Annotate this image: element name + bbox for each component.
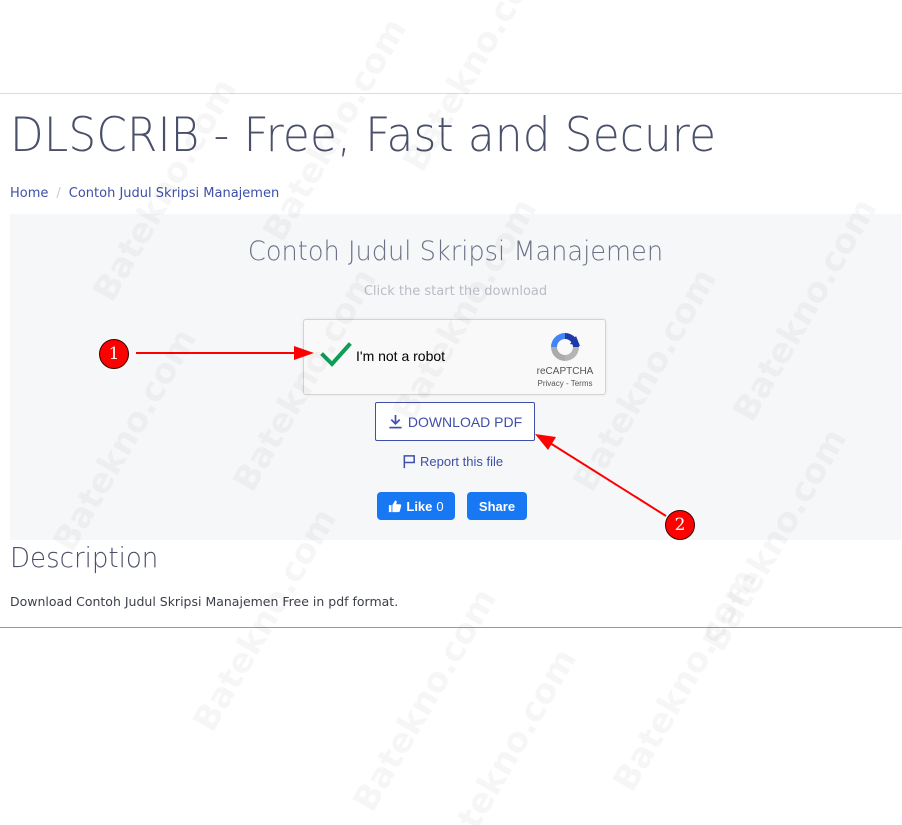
download-pdf-button[interactable]: DOWNLOAD PDF — [375, 402, 535, 441]
recaptcha-privacy-link[interactable]: Privacy — [537, 379, 564, 388]
watermark-text: Batekno.com — [345, 582, 505, 819]
recaptcha-logo-icon — [548, 330, 582, 364]
facebook-share-button[interactable]: Share — [467, 492, 527, 520]
recaptcha-checkbox[interactable] — [320, 340, 352, 370]
bottom-divider — [0, 627, 902, 628]
breadcrumb-current-link[interactable]: Contoh Judul Skripsi Manajemen — [68, 186, 280, 201]
facebook-like-button[interactable]: Like 0 — [377, 492, 455, 520]
recaptcha-label: I'm not a robot — [356, 348, 446, 364]
thumbs-up-icon — [389, 500, 402, 513]
annotation-badge-1: 1 — [99, 339, 129, 369]
like-label: Like — [406, 498, 433, 514]
checkmark-icon — [320, 342, 352, 367]
breadcrumb-home-link[interactable]: Home — [10, 186, 49, 201]
watermark-text: Batekno.com — [605, 562, 765, 799]
flag-icon — [403, 455, 415, 469]
recaptcha-widget: I'm not a robot reCAPTCHA Privacy - Term… — [303, 319, 606, 395]
recaptcha-link-separator: - — [563, 379, 571, 388]
document-subtitle: Click the start the download — [363, 284, 548, 299]
watermark-text: Batekno.com — [425, 642, 585, 825]
report-file-label: Report this file — [420, 454, 504, 469]
breadcrumb-separator: / — [56, 186, 61, 201]
description-heading: Description — [10, 541, 159, 574]
annotation-badge-2: 2 — [665, 510, 695, 540]
top-divider — [0, 93, 902, 94]
like-count: 0 — [436, 498, 444, 514]
download-icon — [389, 414, 402, 429]
description-text: Download Contoh Judul Skripsi Manajemen … — [10, 594, 399, 609]
download-panel: Contoh Judul Skripsi Manajemen Click the… — [10, 214, 901, 540]
report-file-link[interactable]: Report this file — [402, 454, 503, 469]
site-title: DLSCRIB - Free, Fast and Secure — [10, 108, 717, 163]
breadcrumb: Home / Contoh Judul Skripsi Manajemen — [10, 186, 279, 201]
recaptcha-terms-link[interactable]: Terms — [570, 379, 593, 388]
document-title: Contoh Judul Skripsi Manajemen — [247, 236, 664, 267]
recaptcha-links: Privacy - Terms — [530, 379, 600, 388]
download-pdf-label: DOWNLOAD PDF — [407, 413, 523, 430]
recaptcha-brand: reCAPTCHA — [536, 366, 594, 377]
